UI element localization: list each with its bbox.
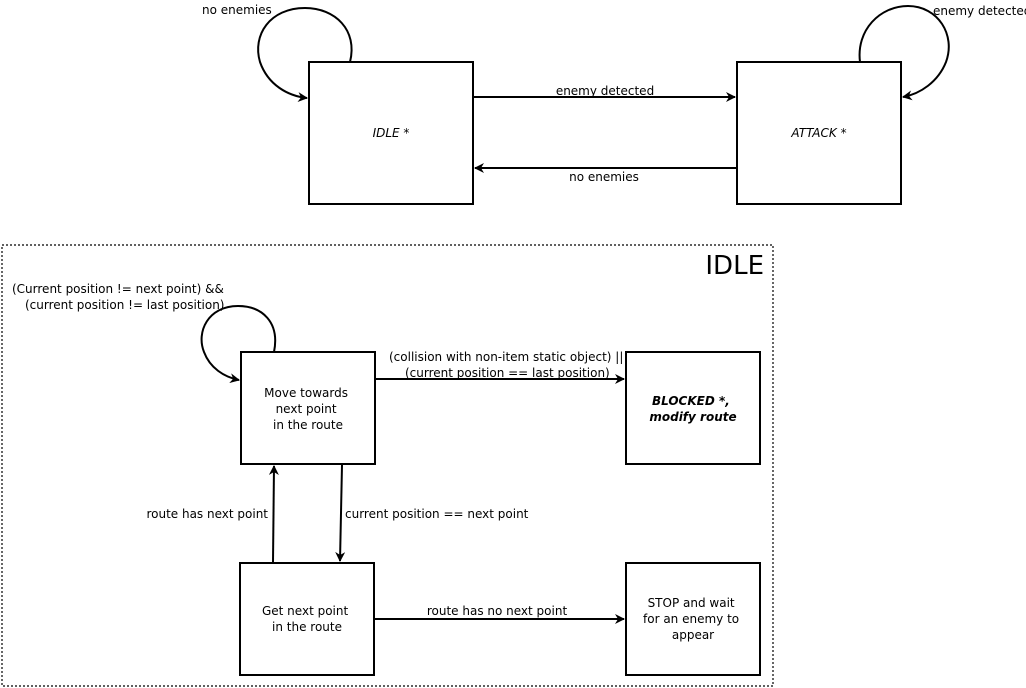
state-move-towards-label: Move towards next point in the route	[264, 386, 352, 432]
idle-group-title: IDLE	[705, 251, 764, 281]
transition-idle-to-attack-label: enemy detected	[556, 84, 654, 98]
transition-attack-self	[858, 4, 950, 101]
transition-idle-self	[257, 6, 353, 103]
transition-attack-self-label: enemy detected	[933, 4, 1026, 18]
transition-get-next-to-stop-label: route has no next point	[427, 604, 568, 618]
transition-get-next-to-move-label: route has next point	[146, 507, 268, 521]
state-move-towards	[240, 351, 376, 465]
state-stop-label: STOP and wait for an enemy to appear	[643, 596, 743, 642]
transition-attack-to-idle-label: no enemies	[569, 170, 639, 184]
transition-move-self-label: (Current position != next point) && (cur…	[12, 282, 228, 312]
idle-group-border	[1, 244, 774, 687]
state-get-next-point-label: Get next point in the route	[262, 604, 352, 634]
state-blocked-label: BLOCKED *, modify route	[649, 394, 736, 424]
state-stop	[625, 562, 761, 676]
state-blocked	[625, 351, 761, 465]
state-attack-label: ATTACK *	[790, 126, 846, 140]
transition-get-next-to-move	[268, 465, 279, 563]
state-idle	[308, 61, 474, 205]
state-get-next-point	[239, 562, 375, 676]
transition-move-to-get-next-label: current position == next point	[345, 507, 529, 521]
transition-move-to-get-next	[335, 464, 346, 562]
transition-idle-self-label: no enemies	[202, 3, 272, 17]
state-idle-label: IDLE *	[373, 126, 410, 140]
transition-move-self	[200, 304, 277, 384]
transition-move-to-blocked-label: (collision with non-item static object) …	[389, 350, 627, 380]
state-attack	[736, 61, 902, 205]
